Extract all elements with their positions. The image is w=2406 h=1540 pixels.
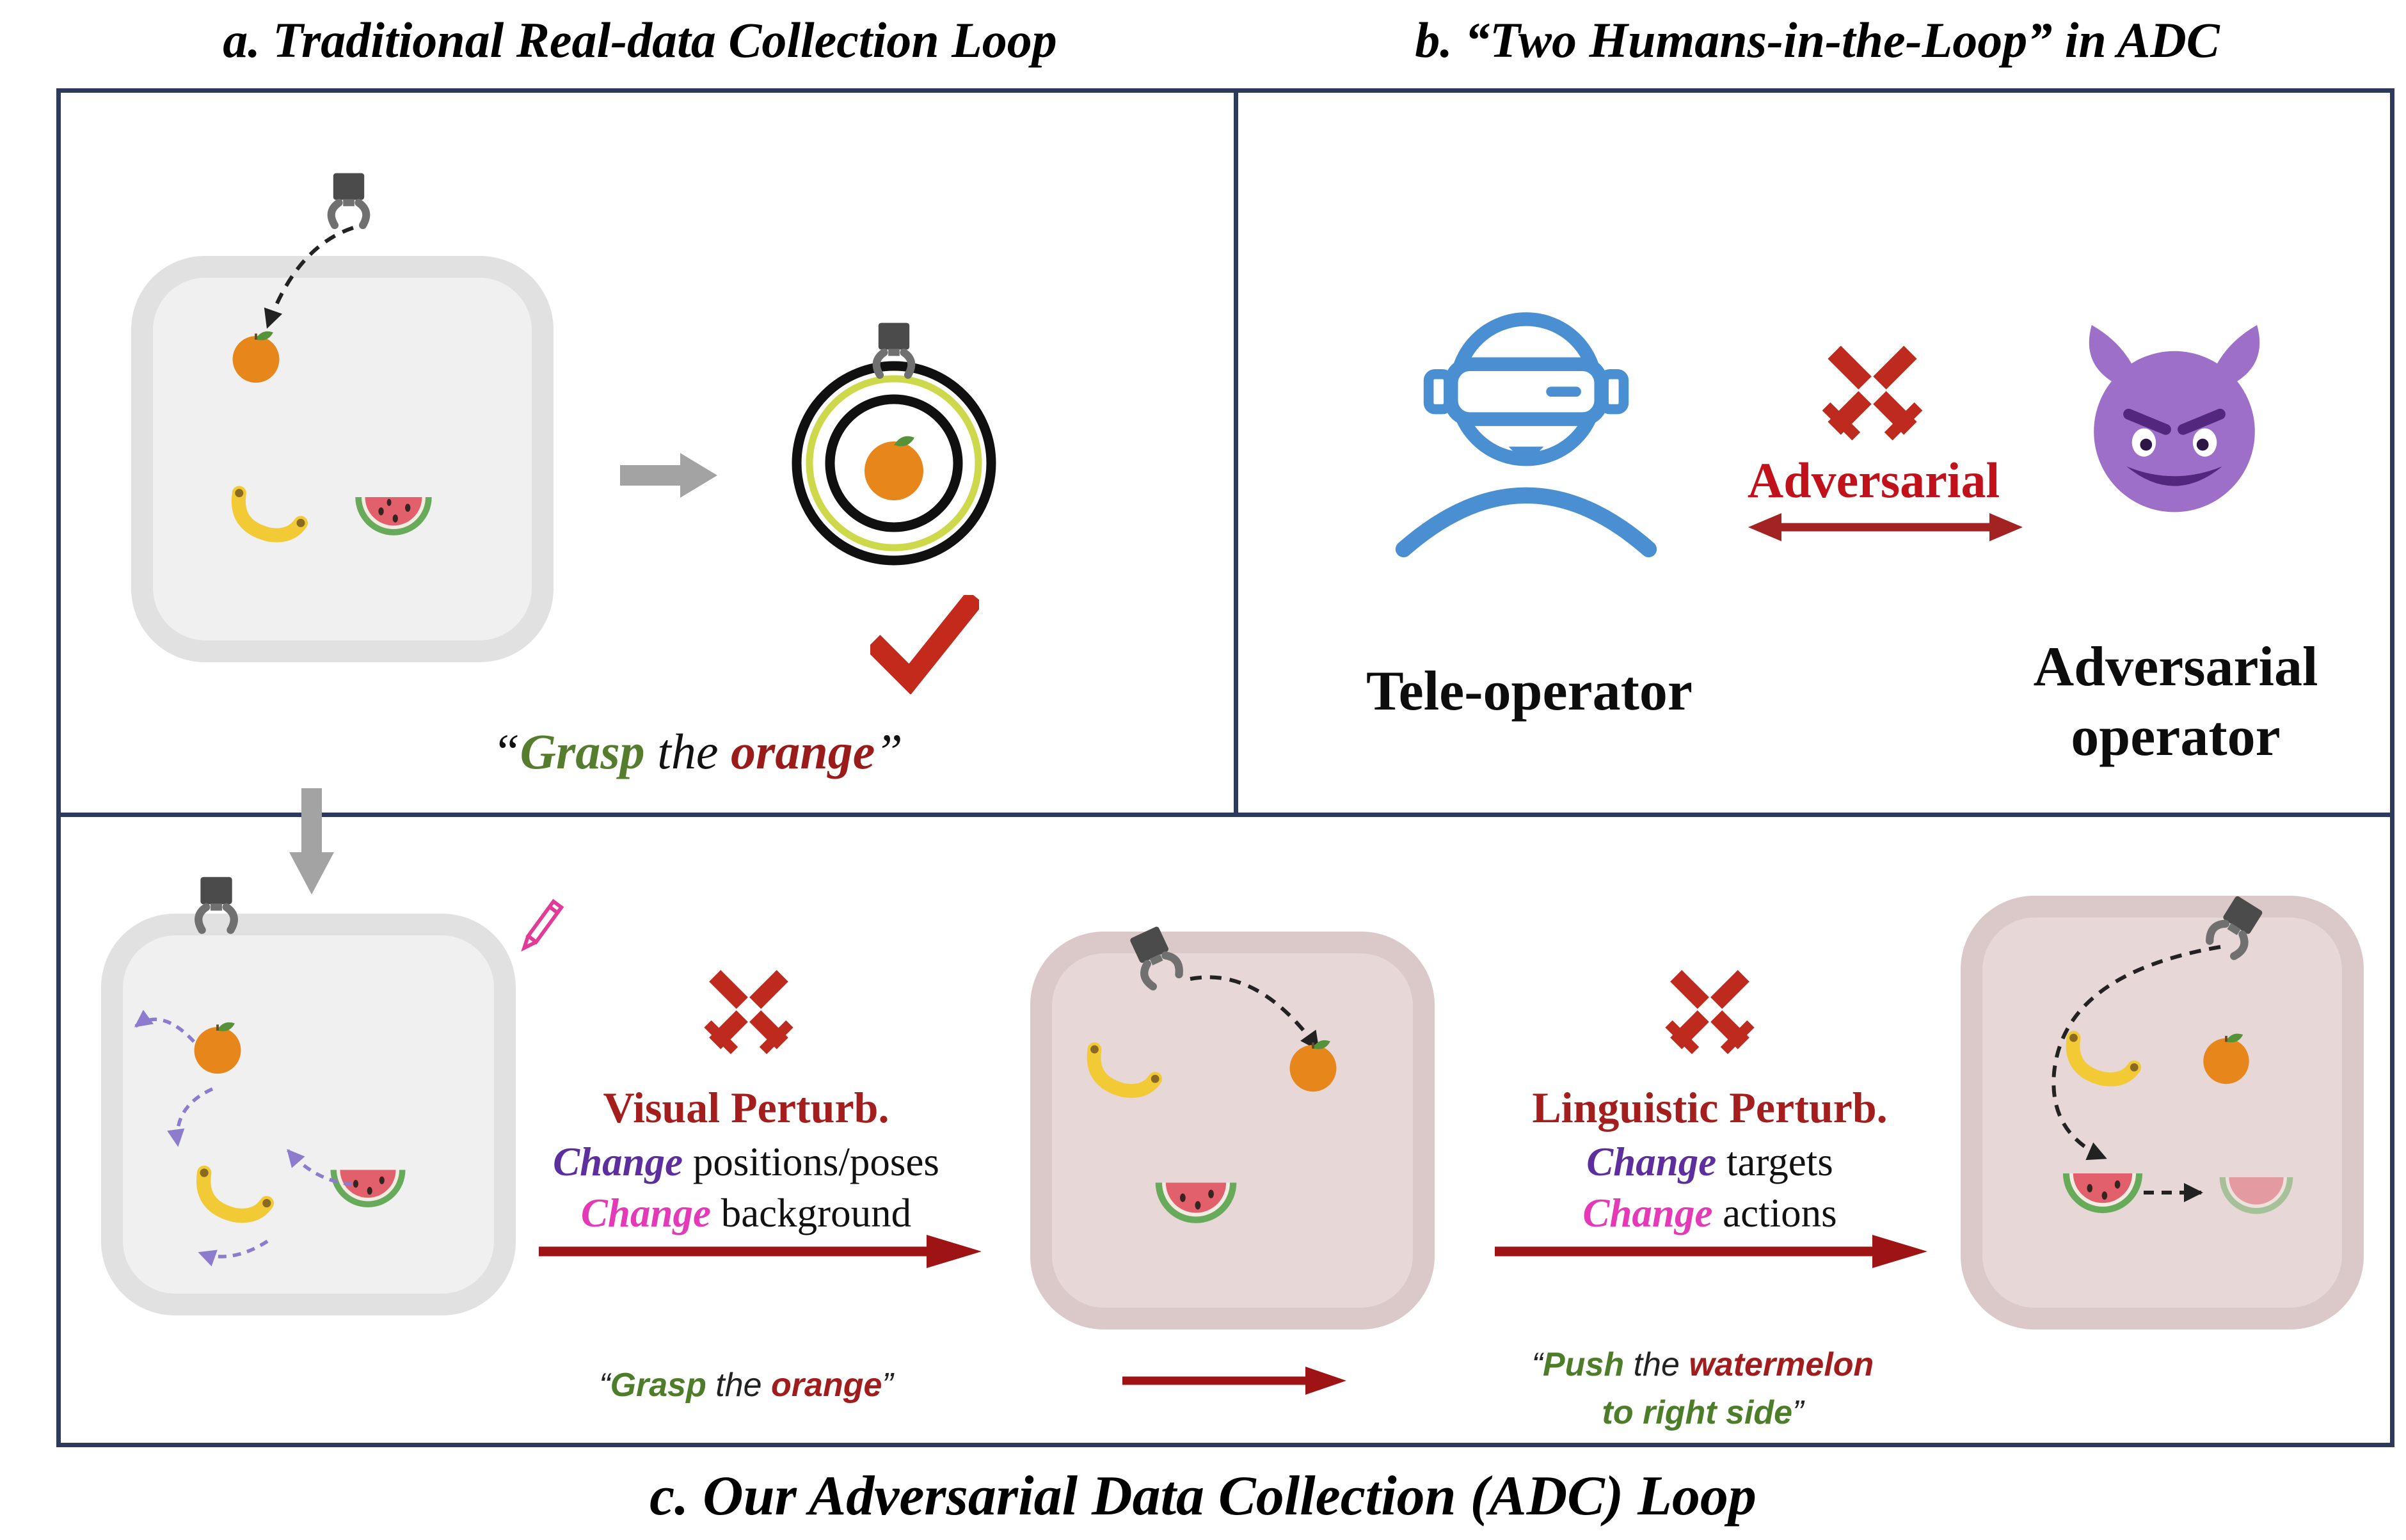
flow-right-arrow-icon bbox=[620, 453, 717, 498]
figure-border bbox=[56, 88, 2394, 1447]
tray-surface bbox=[153, 278, 532, 640]
change-word: Change bbox=[1586, 1139, 1717, 1184]
table-tray-c1 bbox=[101, 914, 516, 1315]
tray-surface bbox=[1982, 917, 2342, 1308]
target-icon bbox=[792, 361, 996, 566]
quote-mid: the bbox=[644, 724, 731, 779]
gripper-icon bbox=[1130, 926, 1183, 991]
visual-perturb-title: Visual Perturb. bbox=[603, 1083, 889, 1132]
divider-vertical bbox=[1234, 88, 1238, 815]
grasp-trajectory-arrow bbox=[1190, 975, 1320, 1051]
instruction-text: “Grasp the orange” bbox=[358, 723, 1037, 781]
change-rest: positions/poses bbox=[683, 1139, 939, 1184]
object-watermelon: watermelon bbox=[1689, 1346, 1874, 1383]
watermelon-icon bbox=[355, 497, 432, 536]
gripper-icon bbox=[872, 322, 916, 379]
change-rest: background bbox=[710, 1191, 912, 1235]
quote-open: “ bbox=[1531, 1346, 1543, 1383]
watermelon-icon bbox=[1155, 1182, 1237, 1223]
visual-perturb-line2: Change background bbox=[486, 1190, 1006, 1237]
watermelon-icon bbox=[2062, 1173, 2143, 1214]
crossed-swords-icon bbox=[704, 970, 793, 1054]
adversarial-label: Adversarial bbox=[1747, 452, 2000, 508]
linguistic-perturb-line2: Change actions bbox=[1453, 1190, 1967, 1237]
tray-surface bbox=[123, 935, 494, 1294]
panel-c-title: c. Our Adversarial Data Collection (ADC)… bbox=[649, 1465, 1757, 1527]
instruction-flow-arrow-icon bbox=[1122, 1367, 1346, 1395]
vr-teleoperator-icon bbox=[1395, 312, 1657, 558]
quote-close: ” bbox=[882, 1367, 893, 1404]
table-tray-a bbox=[131, 256, 554, 662]
object-orange: orange bbox=[730, 724, 875, 779]
push-trajectory-arrow bbox=[2051, 945, 2221, 1161]
quote-open: “ bbox=[492, 724, 520, 779]
change-rest: targets bbox=[1716, 1139, 1833, 1184]
quote-open: “ bbox=[599, 1367, 610, 1404]
perturb-arrow bbox=[167, 1087, 214, 1147]
banana-icon bbox=[196, 1165, 275, 1223]
banana-icon bbox=[231, 486, 308, 543]
linguistic-perturb-title: Linguistic Perturb. bbox=[1532, 1083, 1888, 1132]
perturb-flow-arrow-icon bbox=[539, 1235, 982, 1268]
grasp-trajectory-arrow bbox=[264, 226, 354, 329]
verb-grasp: Grasp bbox=[610, 1367, 706, 1404]
flow-down-arrow-icon bbox=[289, 788, 334, 894]
watermelon-icon bbox=[330, 1170, 406, 1208]
table-tray-c2 bbox=[1030, 932, 1435, 1330]
table-tray-c3 bbox=[1961, 896, 2364, 1330]
push-line2: to right side bbox=[1602, 1394, 1793, 1432]
checkmark-icon bbox=[870, 595, 979, 694]
push-instruction-text: “Push the watermelon to right side” bbox=[1433, 1341, 1972, 1438]
linguistic-perturb-line1: Change targets bbox=[1453, 1139, 1967, 1186]
adversarial-operator-label: Adversarial operator bbox=[1945, 632, 2406, 772]
orange-icon bbox=[232, 331, 280, 383]
orange-icon bbox=[2203, 1033, 2249, 1084]
pencil-icon bbox=[521, 898, 564, 952]
banana-icon bbox=[2066, 1031, 2142, 1086]
perturb-arrow bbox=[134, 1010, 196, 1043]
object-orange: orange bbox=[771, 1367, 882, 1404]
grasp-instruction-text: “Grasp the orange” bbox=[506, 1361, 987, 1409]
quote-close: ” bbox=[1792, 1394, 1804, 1432]
tray-surface bbox=[1052, 953, 1413, 1308]
orange-icon bbox=[1289, 1040, 1337, 1092]
divider-horizontal bbox=[56, 813, 2394, 817]
banana-icon bbox=[1087, 1042, 1163, 1098]
adv-op-line1: Adversarial bbox=[2033, 636, 2318, 698]
gripper-icon bbox=[2206, 896, 2263, 960]
gripper-icon bbox=[327, 173, 370, 230]
change-word: Change bbox=[580, 1191, 711, 1235]
devil-icon bbox=[2089, 325, 2260, 512]
orange-icon bbox=[194, 1022, 241, 1074]
teleoperator-label: Tele-operator bbox=[1366, 660, 1693, 722]
panel-a-title: a. Traditional Real-data Collection Loop bbox=[223, 12, 1057, 68]
perturb-flow-arrow-icon bbox=[1495, 1235, 1927, 1268]
perturb-arrow bbox=[198, 1239, 269, 1267]
crossed-swords-icon bbox=[1665, 970, 1755, 1054]
visual-perturb-line1: Change positions/poses bbox=[486, 1139, 1006, 1186]
change-rest: actions bbox=[1712, 1191, 1837, 1235]
quote-mid: the bbox=[1624, 1346, 1689, 1383]
watermelon-ghost-icon bbox=[2219, 1177, 2293, 1214]
quote-close: ” bbox=[875, 724, 903, 779]
push-direction-arrow bbox=[2144, 1183, 2203, 1202]
perturb-arrow bbox=[286, 1148, 353, 1186]
change-word: Change bbox=[1582, 1191, 1713, 1235]
adversarial-double-arrow-icon bbox=[1748, 513, 2023, 541]
panel-b-title: b. “Two Humans-in-the-Loop” in ADC bbox=[1415, 12, 2220, 68]
adv-op-line2: operator bbox=[2071, 706, 2281, 768]
gripper-icon bbox=[195, 877, 238, 934]
quote-mid: the bbox=[706, 1367, 772, 1404]
verb-grasp: Grasp bbox=[520, 724, 645, 779]
verb-push: Push bbox=[1543, 1346, 1625, 1383]
change-word: Change bbox=[553, 1139, 683, 1184]
crossed-swords-icon bbox=[1822, 345, 1923, 441]
